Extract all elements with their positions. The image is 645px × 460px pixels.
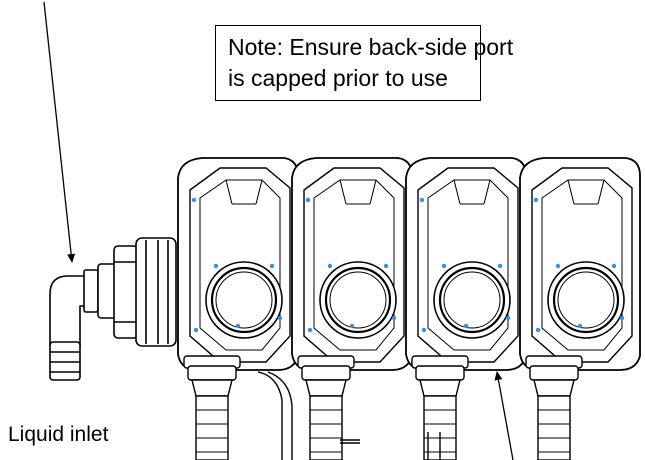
union-connector: [97, 237, 177, 347]
liquid-inlet-label: Liquid inlet: [8, 423, 109, 446]
outlet-pointer-arrow: [494, 371, 514, 460]
note-line-1: Note: Ensure back-side port: [228, 34, 514, 60]
note-line-2: is capped prior to use: [228, 65, 448, 91]
inlet-pointer-arrow: [43, 1, 76, 263]
valve-module: [519, 157, 641, 371]
valve-module: [177, 157, 299, 371]
outlet-barb: [183, 355, 241, 460]
valve-module: [291, 157, 413, 371]
note-box: Note: Ensure back-side port is capped pr…: [215, 25, 514, 101]
outlet-barbs: [183, 355, 583, 460]
valve-modules: [177, 157, 641, 371]
outlet-barb: [297, 355, 355, 460]
mounting-bracket: [257, 371, 441, 460]
valve-module: [405, 157, 527, 371]
outlet-barb: [525, 355, 583, 460]
